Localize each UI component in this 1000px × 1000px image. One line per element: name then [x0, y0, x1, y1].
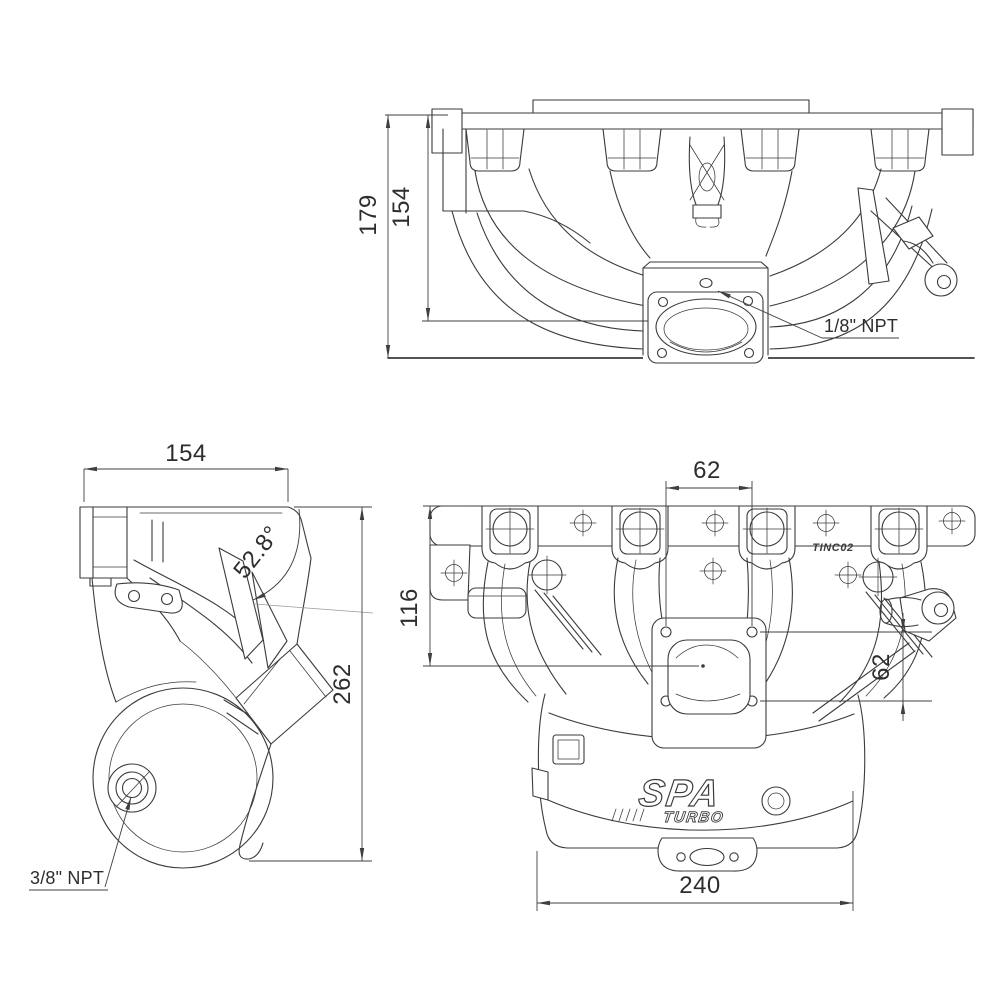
- dim-154-side-label: 154: [165, 440, 207, 467]
- dim-262-label: 262: [329, 663, 356, 705]
- npt-port-hole-top-view: [699, 277, 713, 289]
- casting-code: TINC02: [812, 542, 854, 554]
- view-side: 154 52.8° 262 3/8" NPT: [29, 440, 374, 891]
- dim-62-right: 62: [760, 613, 932, 721]
- dim-62-right-label: 62: [868, 653, 895, 681]
- dim-262: 262: [249, 506, 372, 862]
- top-view-part-outline: [387, 99, 975, 364]
- front-view-part-outline: [429, 505, 976, 872]
- logo-spa-turbo: SPA TURBO: [611, 772, 726, 826]
- dim-116-label: 116: [396, 588, 423, 628]
- view-top: 179 154 1/8" NPT: [355, 99, 975, 364]
- dim-179: 179: [355, 114, 448, 358]
- dim-179-label: 179: [355, 194, 382, 236]
- label-3-8-npt: 3/8" NPT: [29, 796, 132, 891]
- npt-port-hole-side-view: [107, 763, 157, 813]
- dim-116: 116: [396, 505, 699, 667]
- label-1-8-npt: 1/8" NPT: [717, 290, 899, 339]
- logo-spa-text: SPA: [636, 772, 723, 815]
- side-view-part-outline: [79, 506, 334, 869]
- npt-label-side-view: 3/8" NPT: [30, 868, 104, 888]
- logo-turbo-text: TURBO: [662, 809, 725, 826]
- dim-240-label: 240: [679, 872, 721, 899]
- dim-angle-label: 52.8°: [228, 521, 285, 584]
- dim-62-top-label: 62: [693, 457, 721, 484]
- dim-154-side-view: 154: [83, 440, 289, 502]
- view-front: SPA TURBO TINC02 62 116 62 240: [396, 457, 976, 911]
- dim-240: 240: [536, 791, 854, 911]
- dim-62-top: 62: [665, 457, 753, 626]
- npt-label-top-view: 1/8" NPT: [824, 316, 898, 336]
- dim-154-top-label: 154: [388, 186, 415, 228]
- dim-154-top-view: 154: [388, 115, 648, 322]
